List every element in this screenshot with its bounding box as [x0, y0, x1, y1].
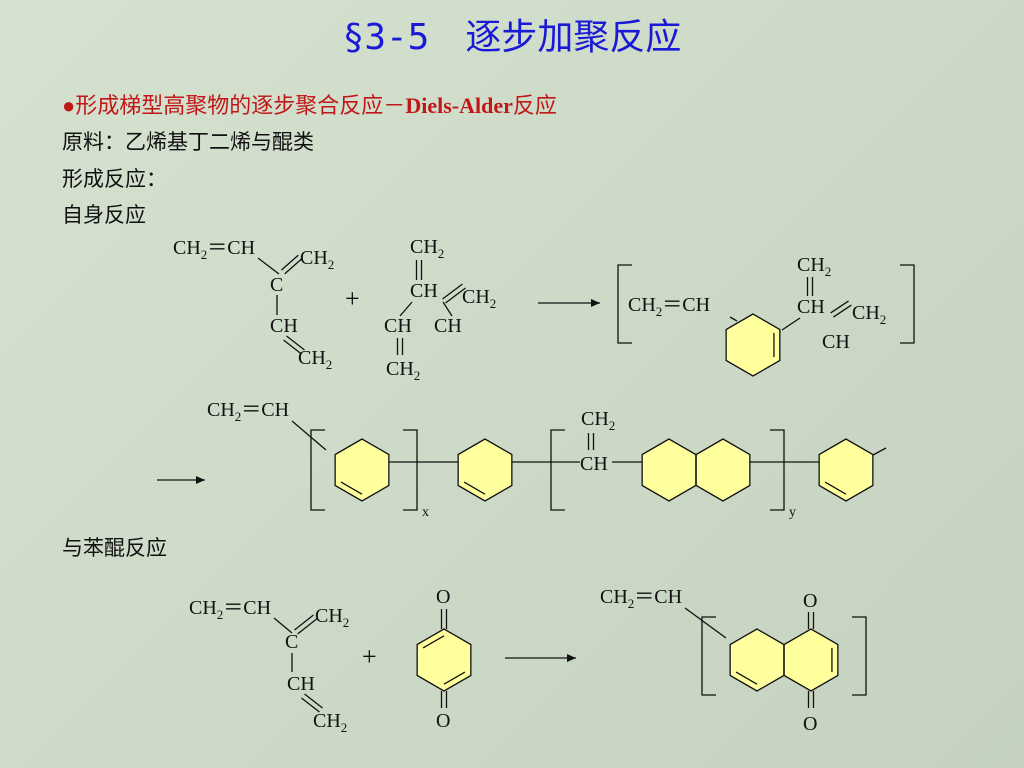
- bond: [291, 420, 327, 451]
- ch2-group: CH2: [300, 247, 334, 272]
- bracket-left: [701, 616, 716, 696]
- ch2-group: CH2: [581, 408, 615, 433]
- arrowhead-icon: [591, 299, 600, 307]
- plus-sign: +: [362, 642, 377, 671]
- ring-double-bond: [443, 671, 466, 685]
- ch-group: CH: [287, 673, 315, 695]
- quinone-ring: [783, 628, 839, 692]
- ch-group: CH: [270, 315, 298, 337]
- bracket-left: [617, 264, 632, 344]
- ch-group: CH: [384, 315, 412, 337]
- bond: [399, 301, 413, 317]
- ring-double-bond: [422, 635, 445, 649]
- double-bond: [280, 254, 299, 271]
- bond: [273, 617, 293, 634]
- ch-group: CH: [822, 331, 850, 353]
- bond: [729, 316, 738, 322]
- bracket-right: [770, 429, 785, 511]
- oxygen-atom: O: [436, 586, 450, 608]
- double-bond: [830, 300, 849, 314]
- ring-double-bond: [824, 481, 847, 495]
- reaction-label: 形成反应：: [62, 167, 167, 191]
- heading-diels-alder: Diels-Alder: [405, 93, 513, 118]
- bracket-right: [900, 264, 915, 344]
- double-bond: [445, 287, 466, 304]
- heading-text: 形成梯型高聚物的逐步聚合反应－: [75, 93, 406, 118]
- oxygen-atom: O: [803, 713, 817, 735]
- vinyl-group: CH2＝CH: [628, 294, 710, 319]
- page-title: §3-5 逐步加聚反应: [342, 17, 682, 58]
- materials-text: 乙烯基丁二烯与醌类: [125, 130, 314, 154]
- bullet-icon: ●: [62, 93, 76, 118]
- ring-double-bond: [463, 481, 486, 495]
- double-bond: [304, 693, 323, 709]
- materials-line: 原料：乙烯基丁二烯与醌类: [62, 126, 314, 156]
- ch2-group: CH2: [315, 605, 349, 630]
- bond: [684, 607, 727, 639]
- ch2-group: CH2: [797, 254, 831, 279]
- double-bond: [301, 697, 320, 713]
- ch-group: CH: [797, 296, 825, 318]
- bracket-left: [310, 429, 325, 511]
- c-atom: C: [285, 631, 298, 653]
- bracket-right: [403, 429, 418, 511]
- subscript-y: y: [789, 505, 796, 520]
- heading-tail: 反应: [512, 93, 557, 118]
- arrowhead-icon: [196, 476, 205, 484]
- ch2-group: CH2: [410, 236, 444, 261]
- ch-group: CH: [580, 453, 608, 475]
- double-bond: [294, 614, 314, 631]
- naphthalene-ring: [641, 438, 697, 502]
- bond: [442, 301, 453, 317]
- bracket-left: [550, 429, 565, 511]
- ch2-group: CH2: [462, 286, 496, 311]
- section-heading: ●形成梯型高聚物的逐步聚合反应－Diels-Alder反应: [62, 88, 557, 120]
- vinyl-group: CH2＝CH: [189, 597, 271, 622]
- bond: [257, 257, 280, 275]
- ring-double-bond: [735, 671, 758, 685]
- bond: [872, 447, 887, 456]
- ring-double-bond: [340, 481, 363, 495]
- double-bond: [297, 618, 317, 635]
- materials-label: 原料：: [62, 130, 125, 154]
- ch-group: CH: [410, 280, 438, 302]
- cyclohexene-ring: [334, 438, 390, 502]
- ch2-group: CH2: [313, 710, 347, 735]
- c-atom: C: [270, 274, 283, 296]
- quinone-reaction-label: 与苯醌反应: [62, 536, 167, 560]
- fused-ring: [729, 628, 785, 692]
- ch2-group: CH2: [386, 358, 420, 383]
- self-reaction-label: 自身反应: [62, 203, 146, 227]
- ch-group: CH: [434, 315, 462, 337]
- double-bond: [833, 304, 852, 318]
- ch2-group: CH2: [852, 302, 886, 327]
- oxygen-atom: O: [436, 710, 450, 732]
- bond: [781, 317, 801, 331]
- vinyl-group: CH2＝CH: [173, 237, 255, 262]
- bracket-right: [852, 616, 867, 696]
- cyclohexene-ring: [725, 313, 781, 377]
- double-bond: [442, 283, 463, 300]
- cyclohexene-ring: [457, 438, 513, 502]
- naphthalene-ring: [695, 438, 751, 502]
- subscript-x: x: [422, 505, 429, 520]
- vinyl-group: CH2＝CH: [600, 586, 682, 611]
- oxygen-atom: O: [803, 590, 817, 612]
- double-bond: [284, 258, 303, 275]
- vinyl-group: CH2＝CH: [207, 399, 289, 424]
- double-bond: [283, 339, 302, 355]
- arrowhead-icon: [567, 654, 576, 662]
- plus-sign: +: [345, 284, 360, 313]
- double-bond: [286, 335, 305, 351]
- quinone-ring: [416, 628, 472, 692]
- ch2-group: CH2: [298, 347, 332, 372]
- cyclohexene-ring: [818, 438, 874, 502]
